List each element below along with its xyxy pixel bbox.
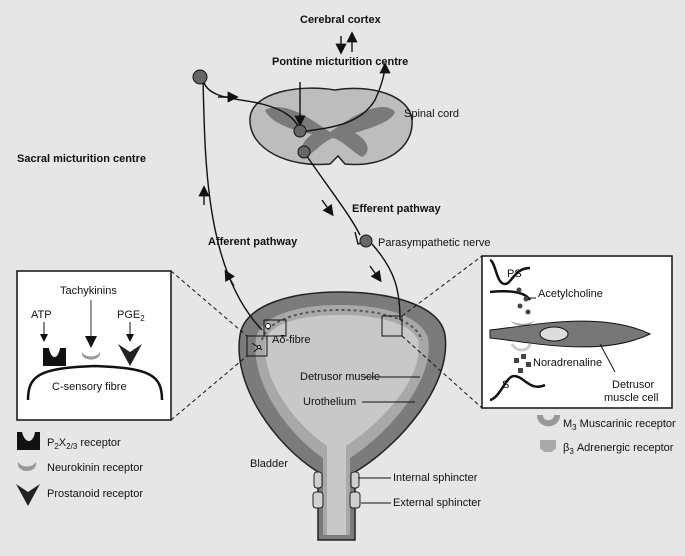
label-ps: PS (507, 268, 522, 280)
label-c-sensory-fibre: C-sensory fibre (52, 381, 127, 393)
legend-right-icons (537, 415, 560, 452)
right-inset (481, 255, 673, 409)
legend-left-icons (16, 432, 40, 506)
label-sacral: Sacral micturition centre (17, 153, 146, 165)
left-inset (16, 270, 172, 421)
label-efferent: Efferent pathway (352, 203, 442, 215)
label-tachykinins: Tachykinins (60, 285, 117, 297)
label-cerebral-cortex: Cerebral cortex (300, 14, 382, 26)
bladder (238, 291, 447, 541)
pontine-neuron (293, 124, 307, 138)
label-external-sphincter: External sphincter (393, 497, 481, 509)
label-internal-sphincter: Internal sphincter (393, 472, 478, 484)
legend-muscarinic-label: M3 Muscarinic receptor (563, 418, 676, 432)
legend-prostanoid-label: Prostanoid receptor (47, 488, 143, 500)
label-s: S (502, 379, 509, 391)
legend-p2x-label: P2X2/3 receptor (47, 437, 121, 451)
acetylcholine-molecule (525, 309, 531, 315)
neurokinin-receptor-icon (17, 462, 37, 471)
label-urothelium: Urothelium (303, 396, 356, 408)
legend-adrenergic-label: β3 Adrenergic receptor (563, 442, 674, 456)
efferent-neuron (297, 145, 311, 159)
adelta-box (263, 319, 287, 337)
acetylcholine-molecule (523, 296, 529, 302)
p2x-receptor-icon (43, 348, 66, 366)
label-parasympathetic: Parasympathetic nerve (378, 237, 491, 249)
right-zoom-box (381, 315, 403, 337)
parasympathetic-ganglion (359, 234, 373, 248)
neurokinin-receptor-icon (81, 352, 101, 360)
label-pontine: Pontine micturition centre (272, 56, 408, 68)
p2x-receptor-icon (17, 432, 40, 450)
detrusor-cell (489, 320, 652, 348)
legend-neurokinin-label: Neurokinin receptor (47, 462, 143, 474)
zoom-connectors (170, 255, 483, 421)
label-detrusor-cell-2: muscle cell (604, 392, 658, 404)
label-adelta: Aδ-fibre (272, 334, 311, 346)
muscarinic-receptor-icon (537, 415, 560, 427)
label-spinal-cord: Spinal cord (404, 108, 459, 120)
label-acetylcholine: Acetylcholine (538, 288, 603, 300)
leader-lines (358, 376, 420, 504)
label-detrusor-muscle: Detrusor muscle (300, 371, 380, 383)
label-pge2: PGE2 (117, 309, 145, 323)
label-detrusor-cell-1: Detrusor (612, 379, 655, 391)
neural-pathways (202, 62, 401, 331)
prostanoid-receptor-icon (16, 484, 40, 506)
label-noradrenaline: Noradrenaline (533, 357, 602, 369)
flow-arrows (198, 31, 382, 287)
acetylcholine-molecule (517, 303, 523, 309)
label-afferent: Afferent pathway (208, 236, 298, 248)
sacral-ganglion (192, 69, 208, 85)
prostanoid-receptor-icon (118, 344, 142, 366)
label-atp: ATP (31, 309, 52, 321)
left-zoom-box (246, 335, 268, 357)
adrenergic-receptor-icon (540, 440, 556, 452)
acetylcholine-molecule (516, 287, 522, 293)
label-bladder: Bladder (250, 458, 288, 470)
